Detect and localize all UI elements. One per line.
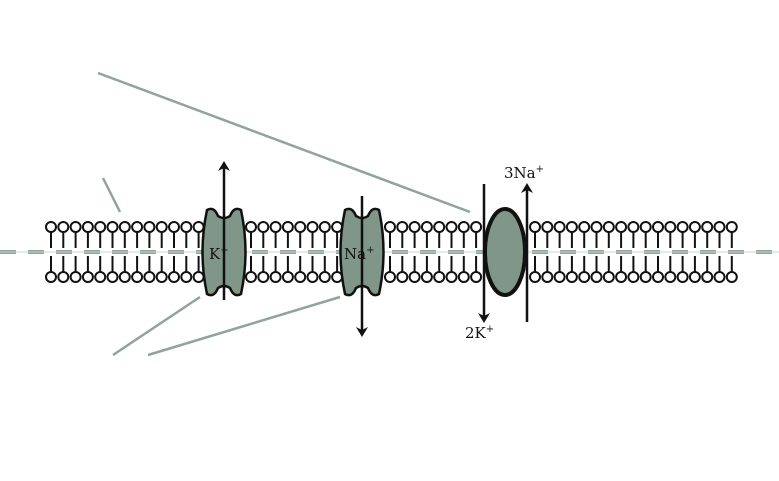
phospholipid <box>396 221 409 283</box>
phospholipid <box>701 221 714 283</box>
phospholipid <box>713 221 726 283</box>
phospholipid <box>94 221 107 283</box>
phospholipid <box>676 221 689 283</box>
phospholipid <box>541 221 554 283</box>
leader-lines <box>97 71 471 357</box>
phospholipid <box>652 221 664 283</box>
phospholipid <box>590 221 603 283</box>
phospholipid <box>143 221 156 283</box>
phospholipid <box>69 221 82 283</box>
phospholipid <box>318 221 331 283</box>
phospholipid <box>106 221 119 283</box>
phospholipid <box>457 221 470 283</box>
phospholipid <box>45 221 57 283</box>
sodium-potassium-pump: 3Na+ 2K+ <box>465 164 544 342</box>
phospholipid <box>445 221 458 283</box>
phospholipid <box>155 221 168 283</box>
phospholipid <box>81 221 94 283</box>
lipid-bilayer <box>45 221 738 283</box>
phospholipid <box>180 221 193 283</box>
leader-line <box>101 177 122 213</box>
phospholipid <box>470 221 483 283</box>
phospholipid <box>257 221 270 283</box>
pump-k-label: 2K+ <box>465 324 494 342</box>
leader-line <box>97 71 471 214</box>
phospholipid <box>281 221 294 283</box>
k-channel-label: K+ <box>209 245 229 263</box>
phospholipid <box>602 221 615 283</box>
potassium-channel: K+ <box>201 161 247 300</box>
phospholipid <box>294 221 307 283</box>
phospholipid <box>565 221 578 283</box>
phospholipid <box>553 221 566 283</box>
phospholipid <box>245 221 257 283</box>
leader-line <box>112 295 201 357</box>
phospholipid <box>578 221 591 283</box>
phospholipid <box>168 221 180 283</box>
leader-line <box>147 295 341 357</box>
phospholipid <box>664 221 677 283</box>
pump-na-label: 3Na+ <box>504 164 544 182</box>
phospholipid <box>57 221 70 283</box>
phospholipid <box>725 221 738 283</box>
sodium-channel: Na+ <box>339 196 385 337</box>
phospholipid <box>306 221 319 283</box>
phospholipid <box>408 221 421 283</box>
na-channel-label: Na+ <box>344 245 374 263</box>
phospholipid <box>118 221 131 283</box>
phospholipid <box>529 221 541 283</box>
phospholipid <box>420 221 433 283</box>
phospholipid <box>384 221 396 283</box>
phospholipid <box>688 221 701 283</box>
phospholipid <box>433 221 446 283</box>
phospholipid <box>639 221 652 283</box>
phospholipid <box>131 221 144 283</box>
phospholipid <box>269 221 282 283</box>
phospholipid <box>615 221 628 283</box>
phospholipid <box>627 221 640 283</box>
